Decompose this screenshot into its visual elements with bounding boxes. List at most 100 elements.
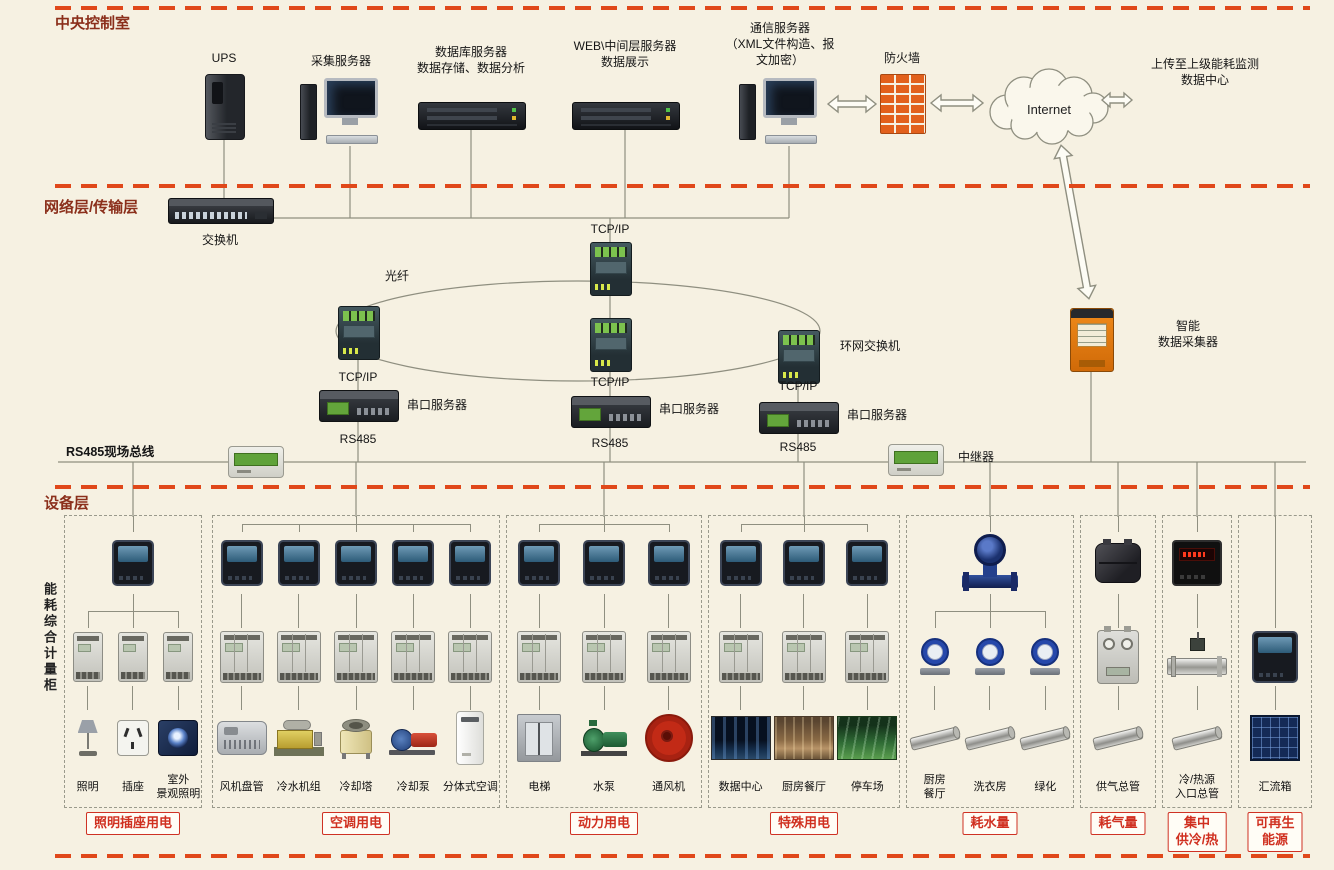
connector-line	[470, 524, 472, 532]
power-meter	[220, 540, 263, 586]
category-chip-special-power: 特殊用电	[769, 812, 839, 835]
device-layer-title: 设备层	[44, 495, 90, 512]
connector-line	[866, 594, 868, 628]
connector-line	[355, 594, 357, 628]
connector-line	[133, 594, 134, 611]
connector-line	[538, 686, 540, 710]
layer-divider-bottom	[55, 854, 1310, 858]
collection-server-label: 采集服务器	[310, 54, 372, 68]
web-server-label: WEB\中间层服务器 数据展示	[573, 39, 677, 70]
pipe-icon	[1171, 718, 1224, 758]
connector-line	[990, 524, 991, 532]
connector-line	[1045, 611, 1047, 628]
connector-line	[241, 686, 243, 710]
item-label: 冷却塔	[339, 780, 373, 793]
water-meter	[1028, 636, 1062, 678]
connector-line	[740, 524, 742, 532]
item-label: 洗衣房	[973, 780, 1007, 793]
din-meter-wide	[391, 631, 436, 683]
connector-line	[1197, 594, 1198, 611]
ups	[205, 74, 245, 140]
gas-meter-top	[1095, 539, 1141, 583]
power-meter	[112, 540, 154, 586]
connector-line	[803, 686, 805, 710]
din-meter-wide	[646, 631, 691, 683]
connector-line	[87, 611, 89, 628]
item-label: 冷却泵	[396, 780, 430, 793]
din-meter	[117, 632, 148, 682]
rack-server	[418, 102, 526, 130]
heat-meter	[1172, 540, 1222, 586]
switch-label: 交换机	[201, 233, 239, 247]
vent-fan-icon	[644, 714, 693, 762]
connector-line	[934, 686, 936, 710]
connector-line	[241, 524, 471, 525]
pipe-icon	[964, 718, 1017, 758]
connector-line	[740, 524, 868, 525]
connector-line	[538, 594, 540, 628]
din-switch	[590, 318, 632, 372]
serial-server-label-mid: 串口服务器	[659, 402, 720, 416]
connector-line	[132, 686, 134, 710]
item-label: 风机盘管	[219, 780, 264, 793]
datacenter-image	[710, 716, 771, 760]
parking-image	[837, 716, 898, 760]
firewall	[880, 74, 926, 134]
tcpip-label-left: TCP/IP	[338, 370, 378, 384]
item-label: 通风机	[652, 780, 686, 793]
water-meter	[918, 636, 952, 678]
firewall-label: 防火墙	[883, 51, 921, 65]
solar-icon	[1250, 715, 1300, 761]
din-meter-wide	[334, 631, 378, 683]
repeater	[228, 446, 284, 478]
connector-line	[298, 686, 300, 710]
item-label: 停车场	[850, 780, 884, 793]
connector-line	[1117, 686, 1119, 710]
power-meter	[277, 540, 320, 586]
smart-collector-label: 智能 数据采集器	[1157, 319, 1219, 350]
din-meter-wide	[276, 631, 321, 683]
power-meter	[392, 540, 435, 586]
double-arrows	[826, 91, 1134, 300]
water-meter	[973, 636, 1007, 678]
rs485-label-mid: RS485	[591, 436, 629, 450]
connector-line	[469, 686, 471, 710]
layer-divider-top	[55, 6, 1310, 10]
connector-line	[298, 524, 300, 532]
connector-line	[603, 594, 605, 628]
connector-line	[133, 611, 134, 628]
connector-line	[740, 686, 742, 710]
item-label: 插座	[121, 780, 144, 793]
connector-line	[356, 524, 357, 532]
connector-line	[1044, 686, 1046, 710]
connector-line	[668, 524, 670, 532]
connector-line	[241, 524, 243, 532]
connector-line	[1118, 611, 1119, 628]
category-chip-central-cooling-heating: 集中 供冷/热	[1167, 812, 1227, 852]
power-meter	[719, 540, 762, 586]
power-meter	[583, 540, 625, 586]
category-chip-hvac-power: 空调用电	[321, 812, 391, 835]
device-group-water-consumption: 厨房 餐厅洗衣房绿化	[906, 515, 1074, 808]
rack-server	[572, 102, 680, 130]
cooling-pump-icon	[389, 721, 438, 755]
din-meter-wide	[517, 631, 562, 683]
layer-divider-device	[55, 485, 1310, 489]
kitchen-image	[773, 716, 834, 760]
connector-line	[989, 686, 991, 710]
lamp-icon	[74, 718, 102, 758]
connector-line	[867, 524, 869, 532]
din-meter-wide	[781, 631, 826, 683]
repeater	[888, 444, 944, 476]
desktop-pc	[300, 78, 382, 144]
chiller-icon	[273, 720, 324, 756]
tcpip-label-top: TCP/IP	[590, 222, 630, 236]
connector-line	[603, 686, 605, 710]
rs485-label-right: RS485	[779, 440, 817, 454]
connector-line	[668, 686, 670, 710]
water-pump-icon	[581, 720, 627, 756]
internet-cloud: Internet	[989, 68, 1109, 145]
serial-server	[571, 396, 651, 428]
gas-meter	[1097, 626, 1139, 684]
